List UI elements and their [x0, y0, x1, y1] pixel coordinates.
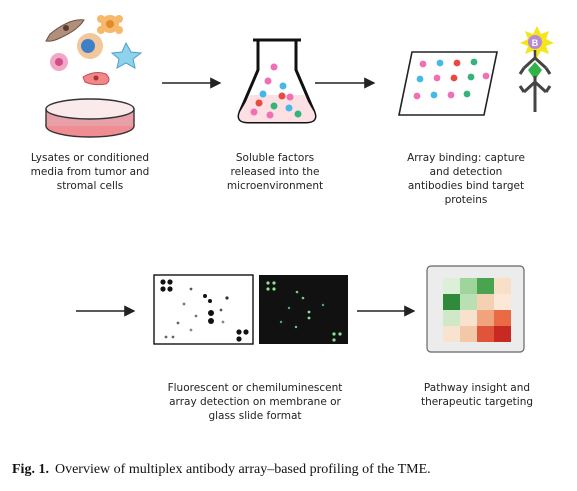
array-slide-icon [398, 51, 498, 116]
heatmap-cell [477, 326, 494, 342]
soluble-factors [250, 63, 302, 119]
heatmap-cell [443, 278, 460, 294]
heatmap-icon [426, 265, 525, 353]
antibody-sandwich-icon: B [518, 26, 554, 112]
tumor-cell-icon [77, 33, 103, 59]
heatmap-cell [494, 326, 511, 342]
petri-dish-icon [45, 98, 135, 138]
figure-caption: Fig. 1. Overview of multiplex antibody ar… [12, 462, 572, 478]
heatmap-cell [460, 310, 477, 326]
heatmap-cell [443, 310, 460, 326]
heatmap-cell [494, 278, 511, 294]
antigen-icon [528, 62, 542, 80]
membrane-array-icon [153, 274, 254, 345]
star-cell-icon [110, 41, 143, 69]
heatmap-cell [494, 294, 511, 310]
pink-cell-icon [50, 53, 68, 71]
heatmap-cell [460, 294, 477, 310]
caption-label: Fig. 1. [12, 462, 49, 477]
heatmap-cell [477, 310, 494, 326]
flower-cell-icon [97, 15, 123, 34]
caption-text: Overview of multiplex antibody array–bas… [54, 462, 431, 477]
heatmap-cell [477, 278, 494, 294]
heatmap-cell [477, 294, 494, 310]
heatmap-cell [460, 326, 477, 342]
heatmap-cell [443, 294, 460, 310]
label-badge-icon [528, 35, 542, 49]
label-badge-letter: B [532, 38, 539, 48]
glass-slide-array-icon [259, 275, 348, 344]
cells-cluster [45, 15, 143, 86]
heatmap-cell [443, 326, 460, 342]
flask-icon [237, 38, 317, 124]
heatmap-cell [494, 310, 511, 326]
heatmap-cell [460, 278, 477, 294]
heatmap-grid [443, 278, 511, 342]
